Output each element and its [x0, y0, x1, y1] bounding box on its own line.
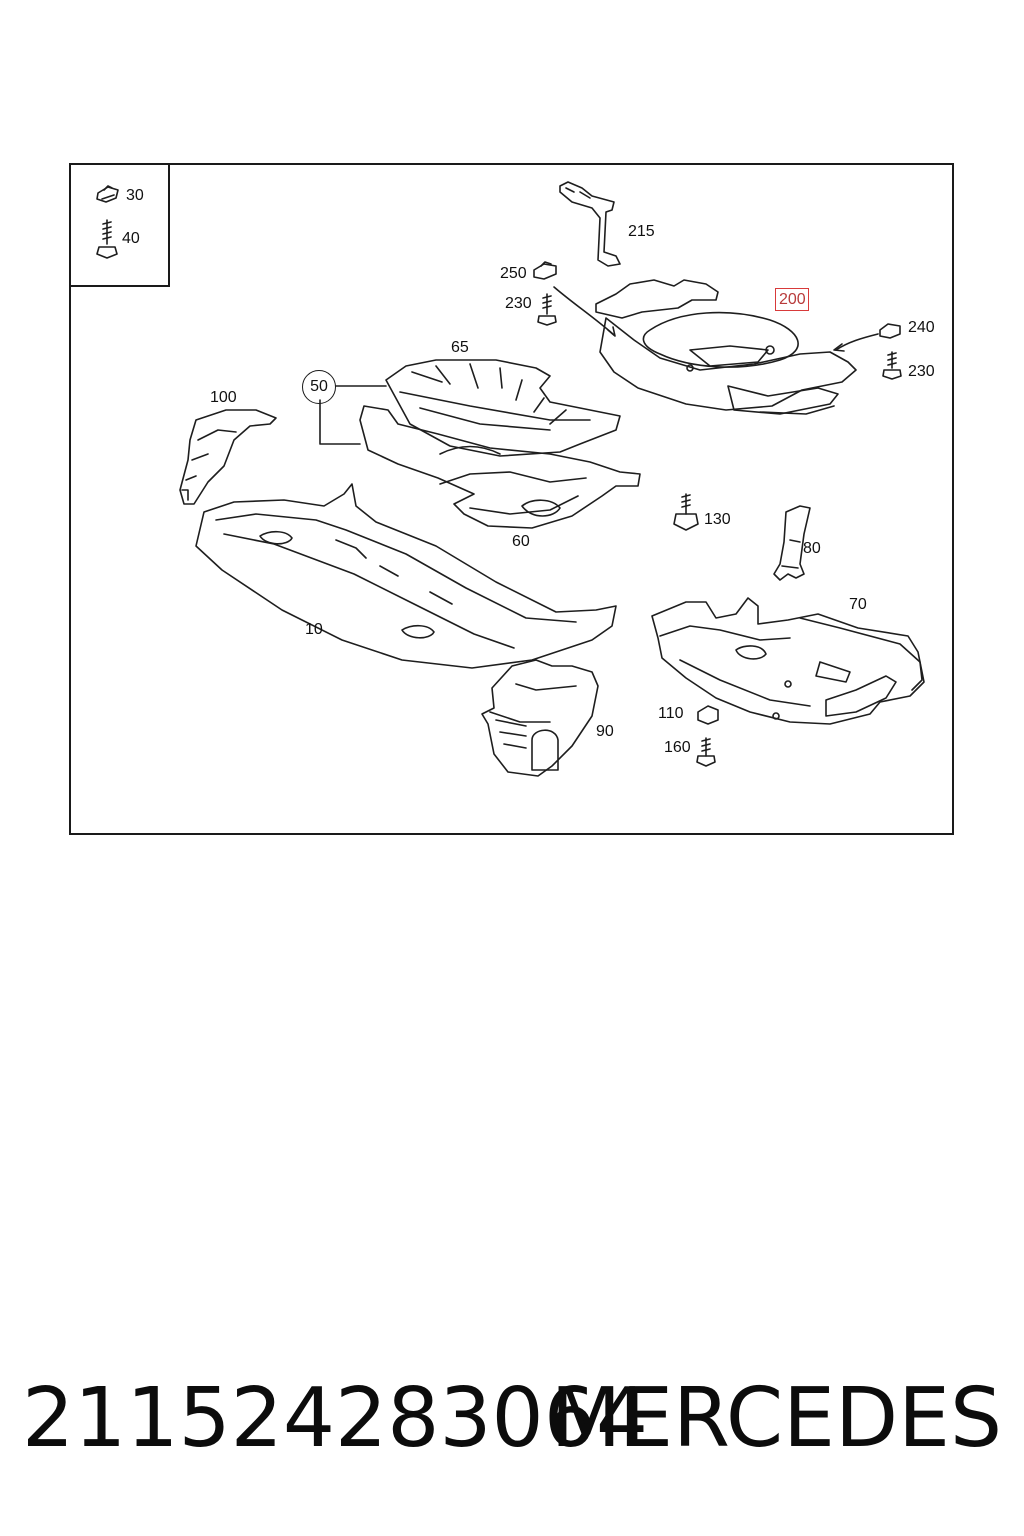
- inset-callout-40: 40: [122, 230, 140, 247]
- callout-130[interactable]: 130: [704, 511, 731, 528]
- part-number: 211524283064: [22, 1371, 649, 1466]
- screw-160: [696, 737, 716, 767]
- callout-60[interactable]: 60: [512, 533, 530, 550]
- brand-name: MERCEDES: [550, 1371, 1002, 1466]
- screw-230-left: [537, 293, 557, 326]
- callout-200-highlighted[interactable]: 200: [775, 288, 809, 311]
- callout-10[interactable]: 10: [305, 621, 323, 638]
- clip-nut-icon: [96, 185, 119, 203]
- callout-70[interactable]: 70: [849, 596, 867, 613]
- clip-250: [533, 261, 557, 280]
- screw-230-right: [882, 351, 902, 380]
- underbody-panel-200: [595, 279, 857, 415]
- fastener-inset-box: [69, 163, 170, 287]
- nut-110: [697, 705, 719, 725]
- callout-65[interactable]: 65: [451, 339, 469, 356]
- callout-100[interactable]: 100: [210, 389, 237, 406]
- bracket-215: [559, 181, 621, 267]
- callout-50-circle[interactable]: 50: [302, 370, 336, 404]
- callout-230-left[interactable]: 230: [505, 295, 532, 312]
- center-module-65-60: [359, 359, 641, 529]
- callout-80[interactable]: 80: [803, 540, 821, 557]
- screw-icon: [96, 219, 118, 259]
- callout-110[interactable]: 110: [658, 705, 684, 722]
- parts-illustration: [96, 181, 925, 777]
- leader-50-bracket: [319, 399, 361, 445]
- duct-80: [773, 505, 811, 581]
- clip-240: [879, 323, 901, 339]
- inset-callout-30: 30: [126, 187, 144, 204]
- callout-240[interactable]: 240: [908, 319, 935, 336]
- leader-240: [835, 333, 879, 351]
- leader-250-arrow: [607, 326, 616, 337]
- callout-250[interactable]: 250: [500, 265, 527, 282]
- leader-240-arrow: [833, 343, 845, 352]
- rear-shield-70: [651, 597, 925, 725]
- callout-230-right[interactable]: 230: [908, 363, 935, 380]
- callout-90[interactable]: 90: [596, 723, 614, 740]
- wheel-arch-liner-90: [481, 659, 599, 777]
- screw-130: [673, 493, 699, 531]
- underbody-shield-10: [195, 483, 617, 669]
- callout-215[interactable]: 215: [628, 223, 655, 240]
- callout-160[interactable]: 160: [664, 739, 691, 756]
- side-bracket-100: [179, 409, 277, 505]
